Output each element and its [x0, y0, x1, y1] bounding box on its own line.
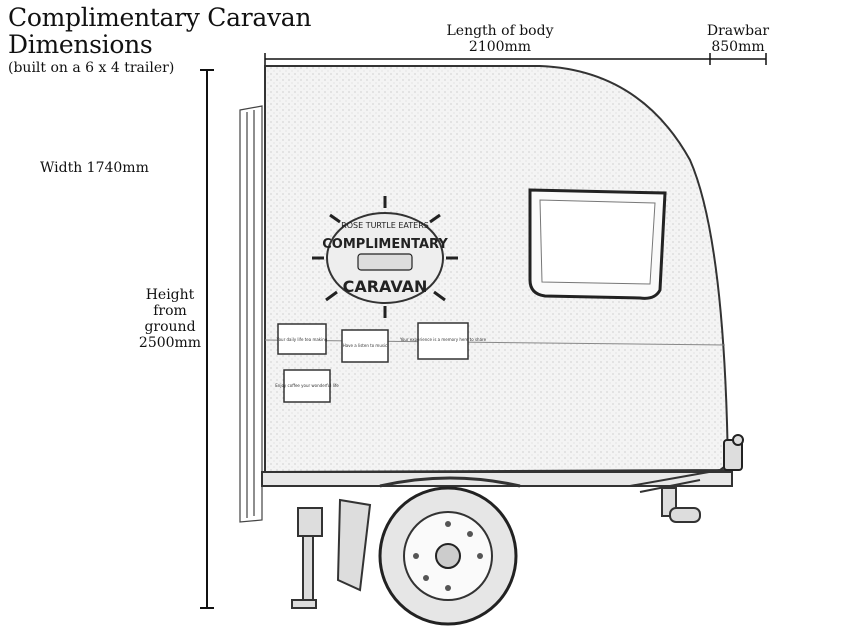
page-subtitle: (built on a 6 x 4 trailer): [8, 60, 175, 76]
drawbar-label: Drawbar 850mm: [706, 23, 770, 55]
note-text-3: Your experience is a memory here to shar…: [399, 337, 487, 342]
note-card-2: Have a listen to music: [341, 329, 389, 363]
note-text-1: Your daily life tea making: [276, 337, 328, 342]
length-label: Length of body 2100mm: [446, 23, 554, 55]
length-dimension-line: [264, 53, 711, 65]
width-label: Width 1740mm: [40, 160, 149, 176]
drawbar-hitch: [723, 434, 744, 471]
page-title: Complimentary Caravan Dimensions: [8, 3, 312, 59]
logo-main-line1: COMPLIMENTARY: [322, 237, 448, 252]
note-text-2: Have a listen to music: [343, 343, 388, 348]
logo-main-line2: CARAVAN: [343, 277, 428, 296]
side-window: [528, 188, 667, 300]
note-text-4: Enjoy coffee your wonderful life: [275, 383, 339, 388]
mudguard: [379, 476, 521, 488]
note-card-3: Your experience is a memory here to shar…: [399, 322, 487, 360]
caravan-body: [264, 65, 730, 474]
trailer-wheel: [378, 486, 518, 626]
note-card-4: Enjoy coffee your wonderful life: [275, 369, 339, 403]
height-dimension-line: [200, 69, 214, 609]
drawbar-dimension-line: [710, 53, 767, 65]
rear-door-frame: [239, 105, 263, 523]
height-label: Height from ground 2500mm: [138, 287, 202, 351]
note-card-1: Your daily life tea making: [276, 323, 328, 355]
rear-stabilizer-leg: [291, 498, 372, 609]
jockey-wheel: [661, 487, 701, 523]
caravan-logo: ROSE TURTLE EATERS COMPLIMENTARY CARAVAN: [312, 196, 458, 318]
trailer-chassis: [261, 454, 741, 493]
logo-top-text: ROSE TURTLE EATERS: [341, 221, 429, 230]
